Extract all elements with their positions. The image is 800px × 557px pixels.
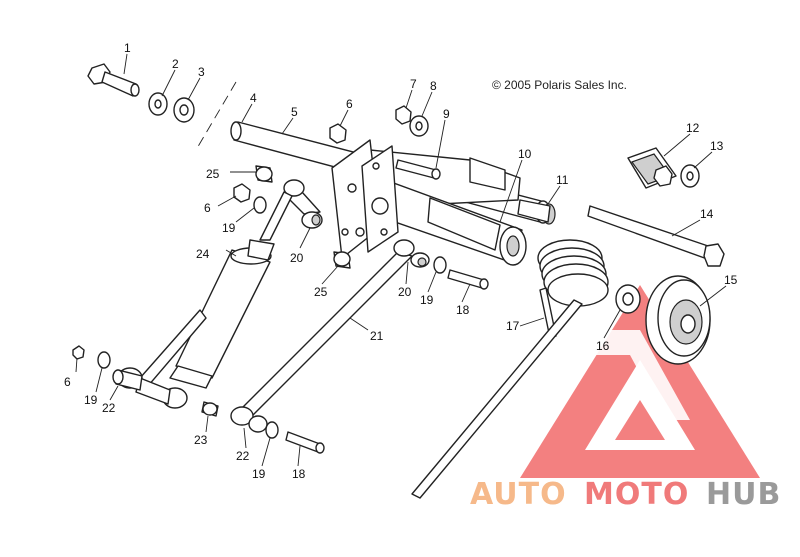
part-6-nut-left xyxy=(233,183,251,203)
watermark-auto: AUTO xyxy=(470,477,567,512)
part-24-shock xyxy=(169,239,275,389)
part-plate-right xyxy=(361,145,399,253)
callout-25-top: 25 xyxy=(206,167,220,181)
part-23-bushing xyxy=(201,401,219,417)
axis-line xyxy=(195,81,237,151)
part-17-spring xyxy=(411,239,609,499)
callout-15: 15 xyxy=(724,273,738,287)
part-upper-link xyxy=(259,179,323,241)
callout-6-top: 6 xyxy=(346,97,353,111)
part-1-bolt xyxy=(87,63,140,97)
callout-13: 13 xyxy=(710,139,724,153)
callout-18-mid: 18 xyxy=(456,303,470,317)
part-8-washer xyxy=(409,115,429,137)
part-19-washer-mid xyxy=(433,256,447,274)
callout-21: 21 xyxy=(370,329,384,343)
part-13-washer xyxy=(680,164,700,188)
callout-19-mid: 19 xyxy=(420,293,434,307)
part-14-bolt xyxy=(587,205,725,267)
callout-14: 14 xyxy=(700,207,714,221)
part-25-bushing-mid xyxy=(333,251,351,269)
part-18-bolt-mid xyxy=(447,269,489,290)
callout-2: 2 xyxy=(172,57,179,71)
part-6-nut-bottom xyxy=(72,345,85,360)
logo-chevron xyxy=(575,330,690,420)
callout-24: 24 xyxy=(196,247,210,261)
watermark-hub: HUB xyxy=(706,477,781,512)
watermark-text: AUTO MOTO HUB xyxy=(470,477,781,512)
callout-3: 3 xyxy=(198,65,205,79)
part-11-cap xyxy=(517,199,551,223)
callout-23: 23 xyxy=(194,433,208,447)
callout-19-bottom: 19 xyxy=(252,467,266,481)
part-3-washer xyxy=(173,97,195,123)
part-12-block xyxy=(627,147,677,189)
callout-10: 10 xyxy=(518,147,532,161)
part-6-nut-top xyxy=(329,123,347,144)
part-16-washer xyxy=(615,284,641,314)
callout-1: 1 xyxy=(124,41,131,55)
callout-9: 9 xyxy=(443,107,450,121)
callout-20-mid: 20 xyxy=(398,285,412,299)
part-22-bushing-left xyxy=(112,369,143,391)
watermark-logo xyxy=(520,285,760,478)
callout-8: 8 xyxy=(430,79,437,93)
callout-19-left: 19 xyxy=(222,221,236,235)
part-2-washer xyxy=(148,92,168,116)
callout-25-mid: 25 xyxy=(314,285,328,299)
part-9-bolt xyxy=(395,159,441,180)
copyright-text: © 2005 Polaris Sales Inc. xyxy=(492,78,627,92)
callout-6-left: 6 xyxy=(204,201,211,215)
part-19-washer-left xyxy=(253,196,267,214)
part-15-idler-wheel xyxy=(645,275,711,365)
callout-11: 11 xyxy=(556,173,569,187)
callout-5: 5 xyxy=(291,105,298,119)
logo-triangle-core xyxy=(615,400,665,440)
callout-18-bottom: 18 xyxy=(292,467,306,481)
part-21-long-link xyxy=(230,239,430,433)
part-7-nut xyxy=(395,105,412,125)
callout-6-bottom: 6 xyxy=(64,375,71,389)
leader-lines xyxy=(75,53,727,467)
callout-labels: 1 2 3 4 5 6 7 8 9 10 11 12 13 14 15 16 1… xyxy=(64,41,738,481)
watermark-moto: MOTO xyxy=(584,477,689,512)
callout-16: 16 xyxy=(596,339,610,353)
part-19-washer-bottom xyxy=(265,421,279,439)
part-19-washer-bottom-left xyxy=(97,351,111,369)
callout-20-left: 20 xyxy=(290,251,304,265)
part-25-bushing-top xyxy=(255,165,273,183)
callout-19-bottom-left: 19 xyxy=(84,393,98,407)
callout-22-bottom: 22 xyxy=(236,449,250,463)
callout-12: 12 xyxy=(686,121,700,135)
callout-4: 4 xyxy=(250,91,257,105)
callout-22-left: 22 xyxy=(102,401,116,415)
callout-7: 7 xyxy=(410,77,417,91)
part-10-arm-frame xyxy=(369,149,527,266)
part-18-bolt-bottom xyxy=(285,431,325,454)
callout-17: 17 xyxy=(506,319,520,333)
